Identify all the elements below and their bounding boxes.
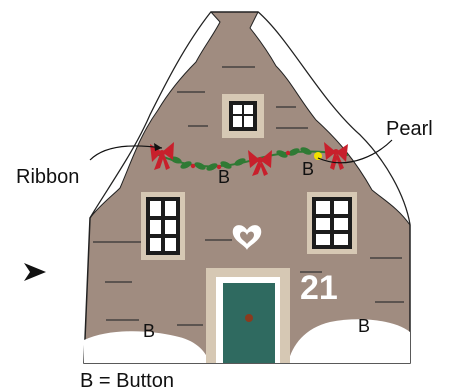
legend-text: B = Button — [80, 370, 174, 392]
button-marker: B — [143, 321, 155, 341]
button-marker: B — [358, 316, 370, 336]
front-door — [206, 268, 290, 363]
house-number: 21 — [300, 269, 338, 307]
pearl-label: Pearl — [386, 118, 433, 140]
door-knob-icon — [245, 314, 253, 322]
right-window — [307, 192, 357, 254]
arrow-pointer-icon — [24, 263, 46, 281]
button-marker: B — [218, 167, 230, 187]
button-marker: B — [302, 159, 314, 179]
left-window — [141, 192, 185, 260]
top-window — [222, 94, 264, 138]
ribbon-label: Ribbon — [16, 166, 79, 188]
